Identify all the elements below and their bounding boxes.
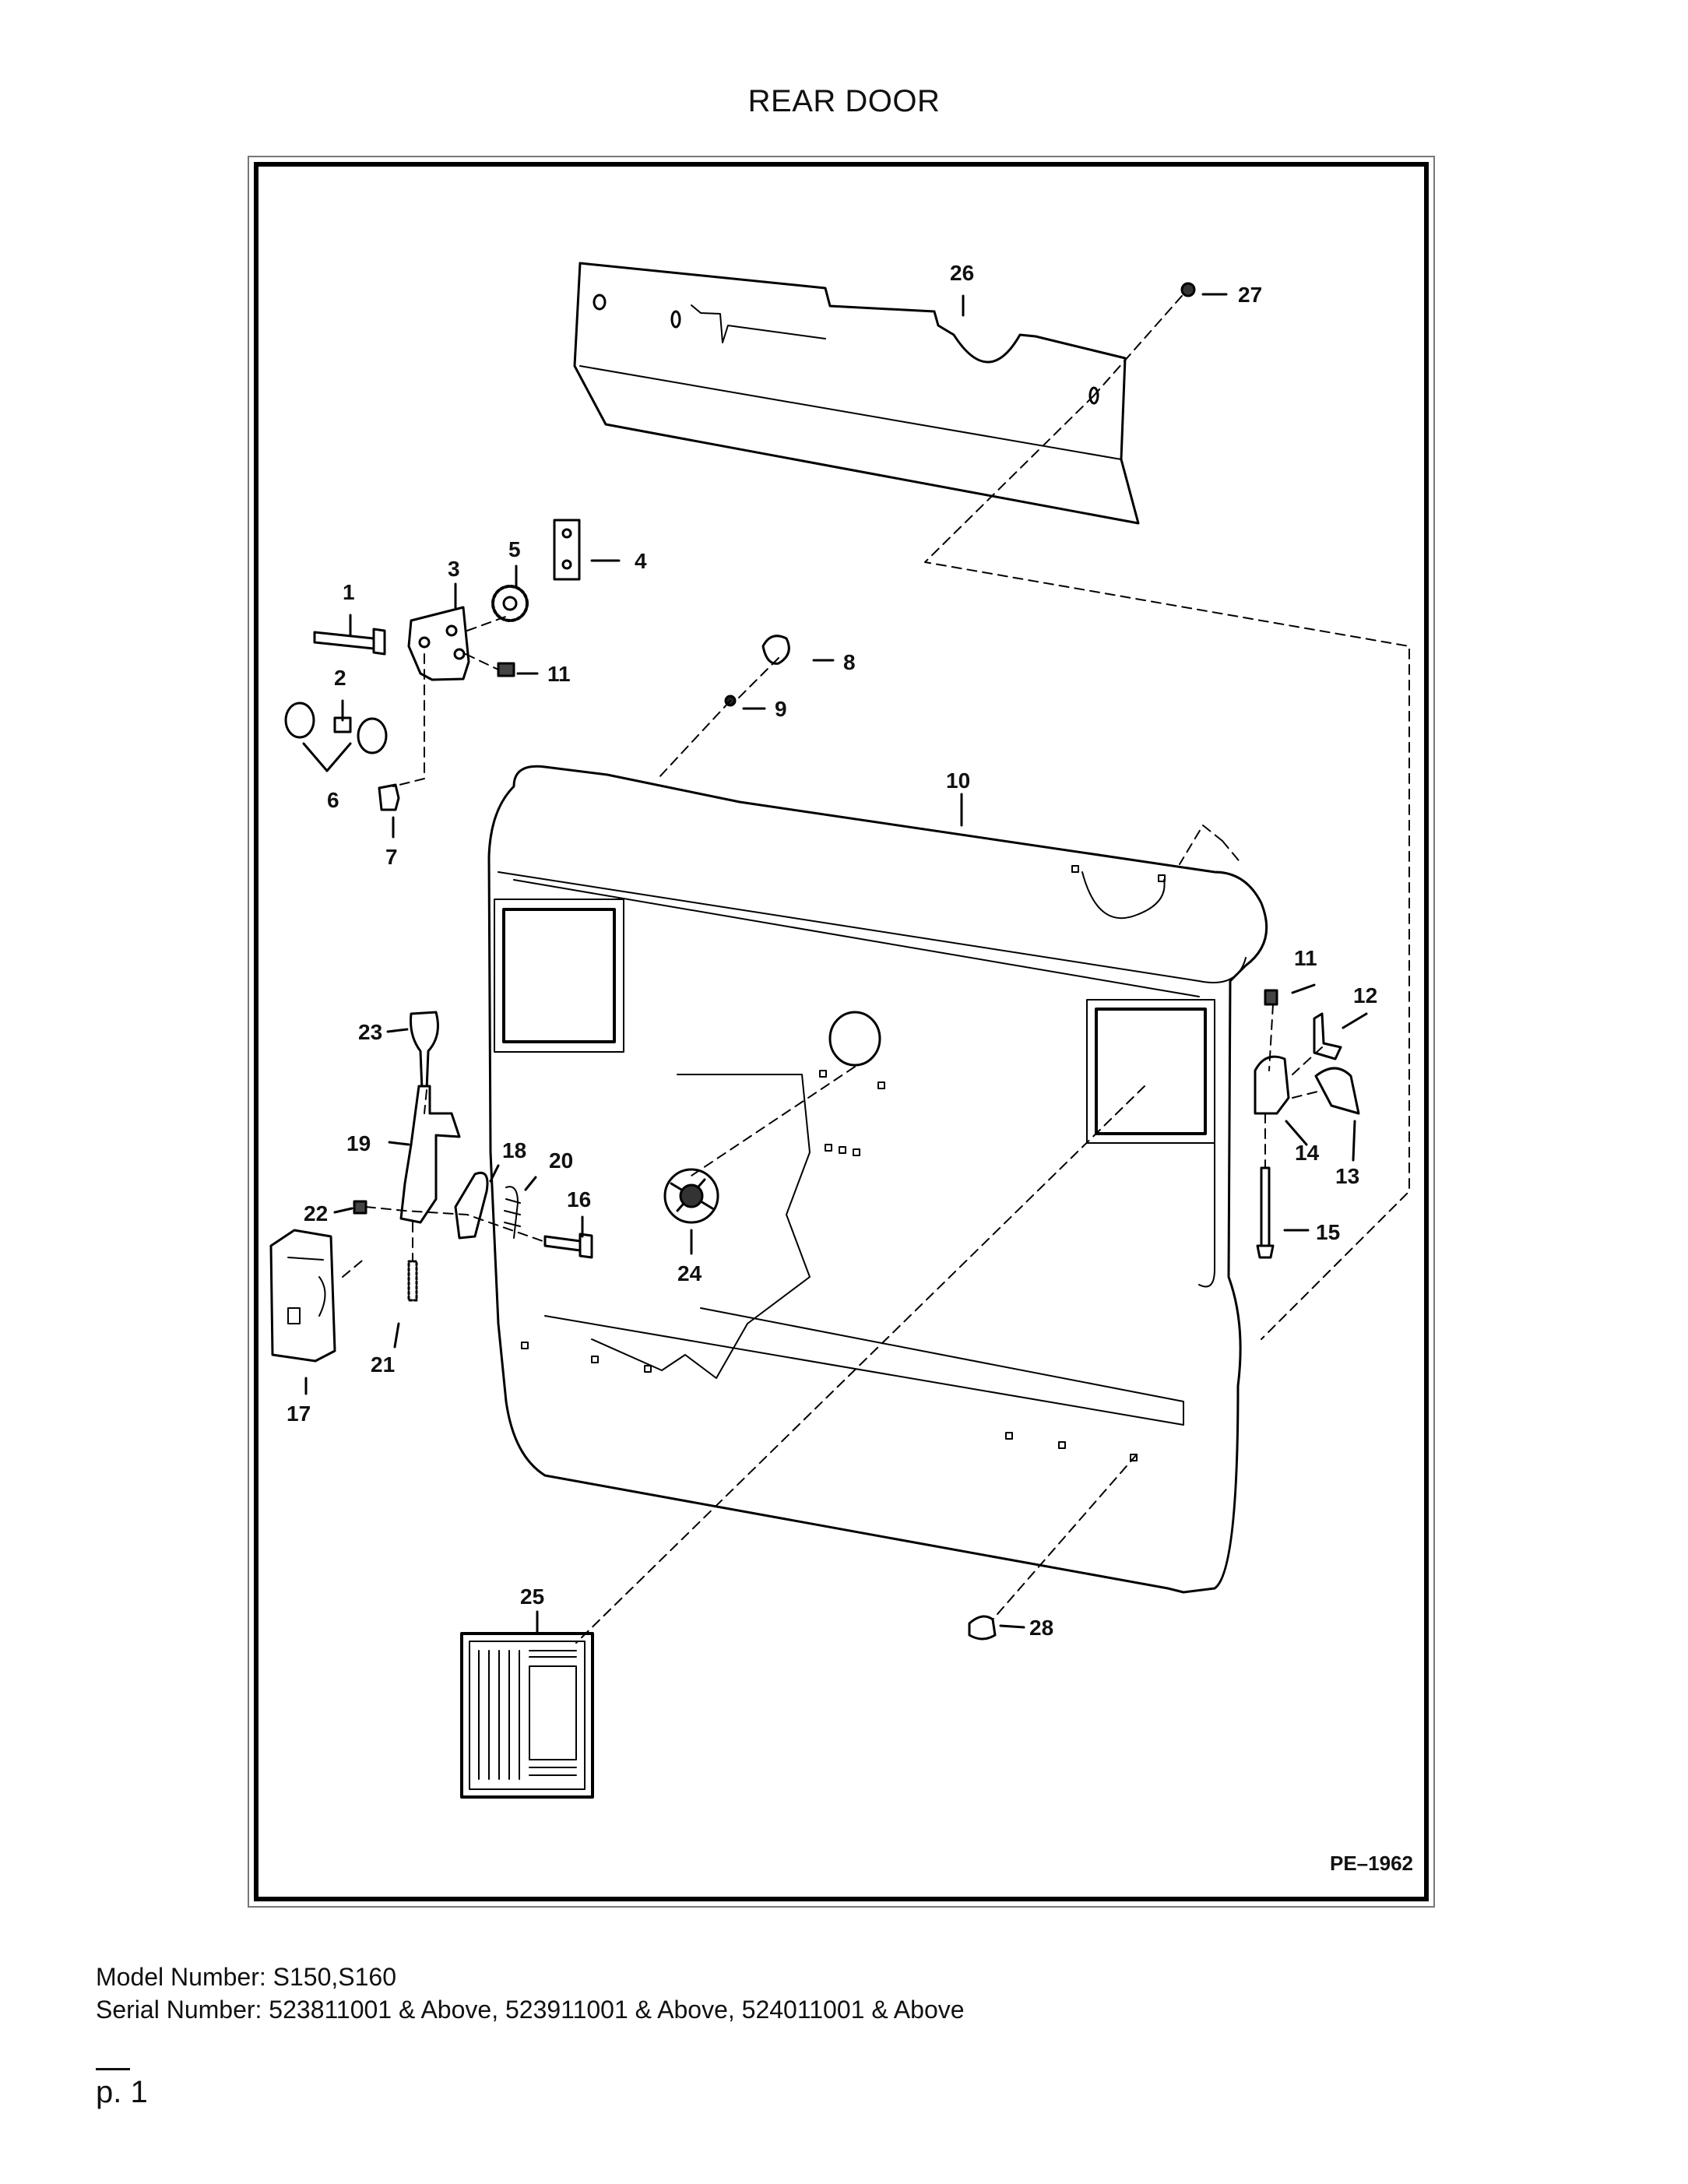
diagram-frame-outer (248, 156, 1435, 1908)
part-26-slot (670, 310, 681, 329)
callout-15: 15 (1316, 1220, 1340, 1244)
part-7-bolt (378, 783, 400, 811)
part-26-notch (691, 304, 826, 343)
part-28-screw (968, 1615, 997, 1641)
part-16-bolt (543, 1233, 593, 1259)
callout-6: 6 (327, 788, 339, 812)
page-title: REAR DOOR (747, 84, 941, 118)
part-14-latch-bracket (1254, 1055, 1290, 1115)
part-15-pin (1256, 1166, 1275, 1259)
part-24-knob (663, 1168, 719, 1224)
callout-10: 10 (946, 768, 970, 793)
part-13-cam (1314, 1067, 1360, 1115)
callout-14: 14 (1295, 1141, 1320, 1165)
callout-21: 21 (371, 1352, 395, 1377)
callout-18: 18 (502, 1138, 526, 1162)
part-5-washer (491, 585, 529, 622)
callout-28: 28 (1029, 1616, 1053, 1640)
drawing-code: PE–1962 (1330, 1852, 1413, 1875)
callout-2: 2 (334, 666, 346, 690)
part-10-mid-band (544, 1307, 1184, 1426)
part-10-top-edge (498, 871, 1247, 983)
part-23-handle (410, 1011, 439, 1092)
page-rule (96, 2068, 130, 2070)
part-1-bolt (313, 628, 386, 656)
part-26-slot-left (593, 294, 607, 311)
callout-1: 1 (343, 580, 355, 604)
callout-11: 11 (547, 662, 571, 686)
callout-13: 13 (1335, 1164, 1359, 1188)
part-24-plug (828, 1011, 881, 1067)
part-11-nut (497, 662, 515, 677)
part-18-cam (454, 1171, 489, 1240)
callout-17: 17 (287, 1401, 311, 1426)
part-11-nut-right (1264, 989, 1278, 1006)
part-10-notch (1081, 871, 1166, 920)
part-20-spring (504, 1186, 521, 1239)
callout-4: 4 (635, 549, 647, 573)
callout-7: 7 (385, 845, 398, 869)
part-4-plate (553, 519, 581, 581)
part-12-bracket (1313, 1012, 1342, 1060)
part-26-rear-panel (573, 262, 1140, 525)
part-22-nut (353, 1200, 367, 1215)
callout-8: 8 (843, 650, 856, 674)
part-10-window-left (502, 908, 616, 1043)
callout-5: 5 (508, 537, 521, 561)
callout-26: 26 (950, 261, 974, 285)
part-3-hinge (407, 606, 470, 681)
callout-12: 12 (1353, 983, 1377, 1008)
callout-23: 23 (358, 1020, 382, 1044)
part-10-window-right (1095, 1008, 1207, 1135)
part-21-spring (407, 1260, 418, 1302)
part-25-vent-grille (460, 1632, 594, 1799)
footer: Model Number: S150,S160 Serial Number: 5… (96, 1961, 965, 2026)
part-8-bushing (761, 635, 790, 665)
assembly-line-panel (924, 295, 1410, 1340)
serial-number: Serial Number: 523811001 & Above, 523911… (96, 1996, 965, 2024)
callout-27: 27 (1238, 283, 1262, 307)
part-10-door-shell (487, 765, 1268, 1594)
part-27-nut (1180, 282, 1196, 297)
callout-9: 9 (775, 697, 787, 721)
callout-24: 24 (677, 1261, 702, 1285)
callout-25: 25 (520, 1584, 544, 1609)
callout-16: 16 (567, 1187, 591, 1212)
callout-11-right: 11 (1294, 946, 1317, 970)
callout-20: 20 (549, 1148, 573, 1173)
page-number: p. 1 (96, 2075, 148, 2109)
part-10-cutaway (591, 1074, 811, 1379)
model-number: Model Number: S150,S160 (96, 1963, 396, 1991)
part-19-lever (399, 1085, 461, 1224)
part-6-rollers (284, 702, 388, 754)
diagram-frame (254, 162, 1429, 1901)
part-26-slot-right (1088, 386, 1099, 405)
callout-19: 19 (346, 1131, 371, 1155)
part-17-striker (269, 1229, 336, 1363)
callout-22: 22 (304, 1201, 328, 1226)
callout-3: 3 (448, 557, 460, 581)
